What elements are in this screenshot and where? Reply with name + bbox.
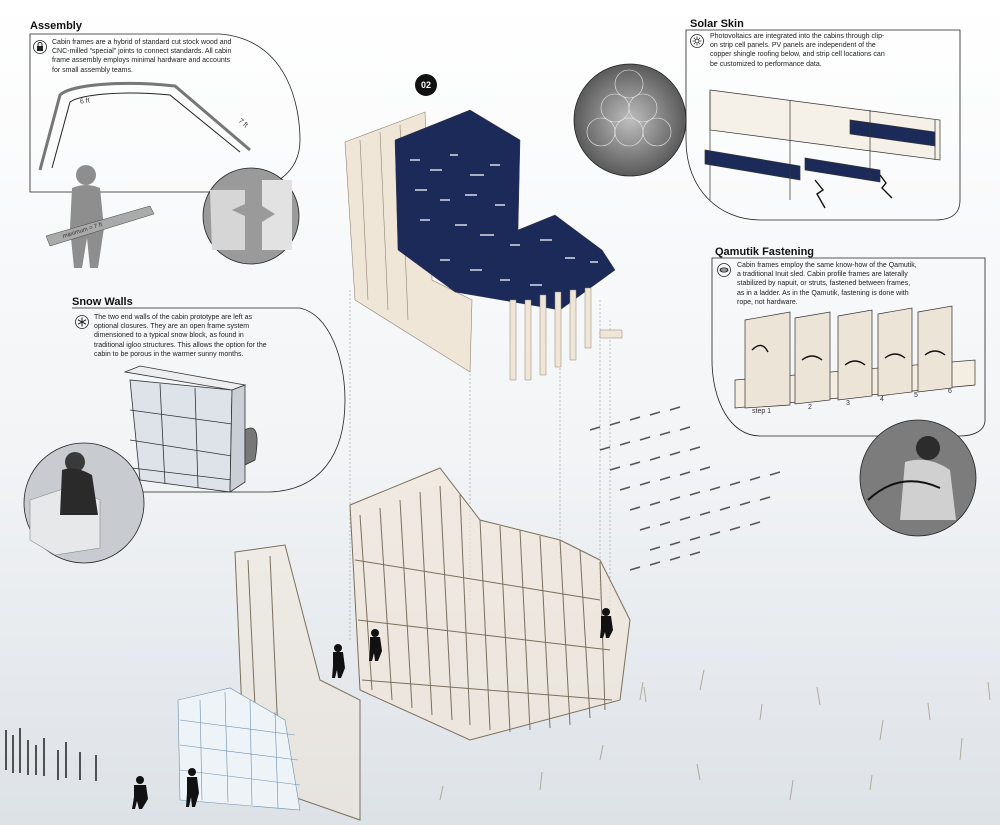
- fence-posts: [5, 728, 97, 781]
- person-silhouette: [45, 165, 155, 268]
- step-number-badge: 02: [415, 74, 437, 96]
- cabin-frame: [349, 467, 631, 741]
- assembly-text: Cabin frames are a hybrid of standard cu…: [52, 39, 232, 74]
- step-label-5: 5: [914, 392, 918, 399]
- joint-detail-circle: [202, 167, 300, 265]
- solar-skin-title: Solar Skin: [690, 18, 744, 30]
- qamutik-title: Qamutik Fastening: [715, 246, 815, 258]
- snowflake-icon: [75, 315, 89, 329]
- figures: [132, 608, 613, 809]
- pv-cell-photo-circle: [573, 63, 687, 177]
- snow-walls-callout: [72, 307, 346, 493]
- roof-pv-layer: [394, 109, 616, 311]
- snow-walls-title: Snow Walls: [72, 296, 133, 308]
- snow-block-shelves: [123, 365, 258, 493]
- sled-steps-drawing: [734, 305, 976, 409]
- snow-block-end-wall: [177, 687, 301, 811]
- snow-walls-text: The two end walls of the cabin prototype…: [94, 314, 267, 358]
- step-label-1: step 1: [752, 408, 772, 415]
- grass-tufts: [439, 669, 991, 801]
- sled-photo-circle: [859, 419, 977, 537]
- pv-frame-drawing: [704, 89, 941, 209]
- step-label-3: 3: [846, 400, 850, 407]
- roof-fins: [509, 287, 623, 381]
- copper-shingles: [589, 406, 781, 571]
- qamutik-callout: [711, 257, 986, 437]
- solar-skin-text: Photovoltaics are integrated into the ca…: [710, 33, 885, 68]
- exploded-view-leaders: [349, 290, 611, 640]
- solar-skin-callout: [685, 29, 961, 221]
- lock-icon: [33, 40, 47, 54]
- step-label-4: 4: [880, 396, 884, 403]
- sun-icon: [690, 34, 704, 48]
- assembly-title: Assembly: [30, 20, 82, 32]
- step-label-6: 6: [948, 388, 952, 395]
- igloo-photo-circle: [23, 442, 145, 564]
- step-label-2: 2: [808, 404, 812, 411]
- rope-icon: [717, 263, 731, 277]
- qamutik-text: Cabin frames employ the same know-how of…: [737, 262, 917, 306]
- dimension-6ft: 6 ft: [79, 97, 91, 106]
